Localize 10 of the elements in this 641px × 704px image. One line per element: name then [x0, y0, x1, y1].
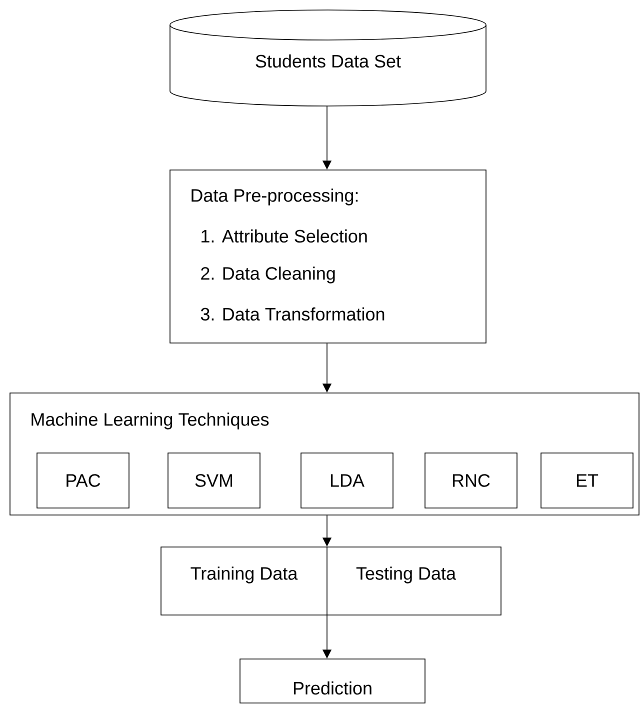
process-box: Training Data Testing Data: [160, 546, 502, 616]
node-label: Students Data Set: [256, 54, 401, 68]
process-box: PAC: [36, 452, 130, 508]
process-box: RNC: [424, 452, 518, 508]
process-box: Prediction: [240, 658, 426, 704]
database-cylinder: Students Data Set: [170, 10, 486, 106]
process-box: ET: [540, 452, 634, 508]
process-box: LDA: [300, 452, 394, 508]
process-box: Data Pre-processing: 1. Attribute Selection 2. Data Cleaning 3. Data Transformation: [170, 170, 486, 344]
process-box: SVM: [168, 452, 260, 508]
